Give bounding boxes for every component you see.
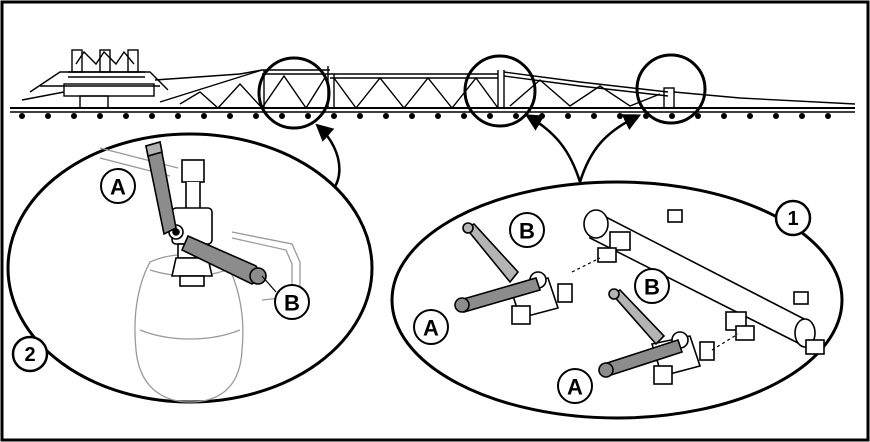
svg-text:A: A: [567, 375, 583, 400]
svg-text:B: B: [644, 275, 660, 300]
callout-b-detail-1-middle: B: [634, 268, 670, 304]
ball-valve-icon: [454, 222, 573, 325]
callout-b-left: B: [274, 284, 310, 320]
callout-detail-2: 2: [11, 335, 49, 373]
boom-section-inner: [159, 66, 330, 110]
callout-b-detail-1-top: B: [509, 212, 545, 248]
boom-section-outer: [503, 71, 856, 109]
leader-line: [261, 275, 277, 293]
detail-2-ellipse: [6, 132, 374, 404]
connection-dash: [711, 333, 739, 351]
svg-text:2: 2: [24, 344, 35, 366]
curved-arrow-icon: [578, 114, 642, 183]
boom-highlight-middle: [463, 54, 537, 128]
callout-detail-1: 1: [774, 199, 812, 237]
ball-valve-icon: [145, 140, 267, 287]
boom-nozzles: [19, 113, 831, 119]
connection-dash: [571, 257, 601, 273]
svg-text:B: B: [519, 219, 535, 244]
callout-a-left: A: [100, 168, 136, 204]
svg-text:1: 1: [787, 208, 798, 230]
svg-text:A: A: [423, 316, 439, 341]
sprayer-boom-icon: [10, 49, 856, 119]
manifold-pipe-icon: [583, 209, 825, 355]
callout-a-detail-1-bottom: A: [557, 368, 593, 404]
detail-1-ellipse: [390, 180, 844, 420]
callout-a-detail-1-left: A: [413, 309, 449, 345]
curved-arrow-icon: [524, 114, 582, 183]
ball-valve-icon: [598, 288, 715, 385]
boom-highlight-right: [635, 53, 707, 125]
svg-text:B: B: [284, 291, 300, 316]
boom-section-middle: [330, 70, 505, 110]
svg-text:A: A: [110, 175, 126, 200]
boom-center-frame: [21, 49, 263, 109]
boom-highlight-left: [257, 56, 331, 130]
